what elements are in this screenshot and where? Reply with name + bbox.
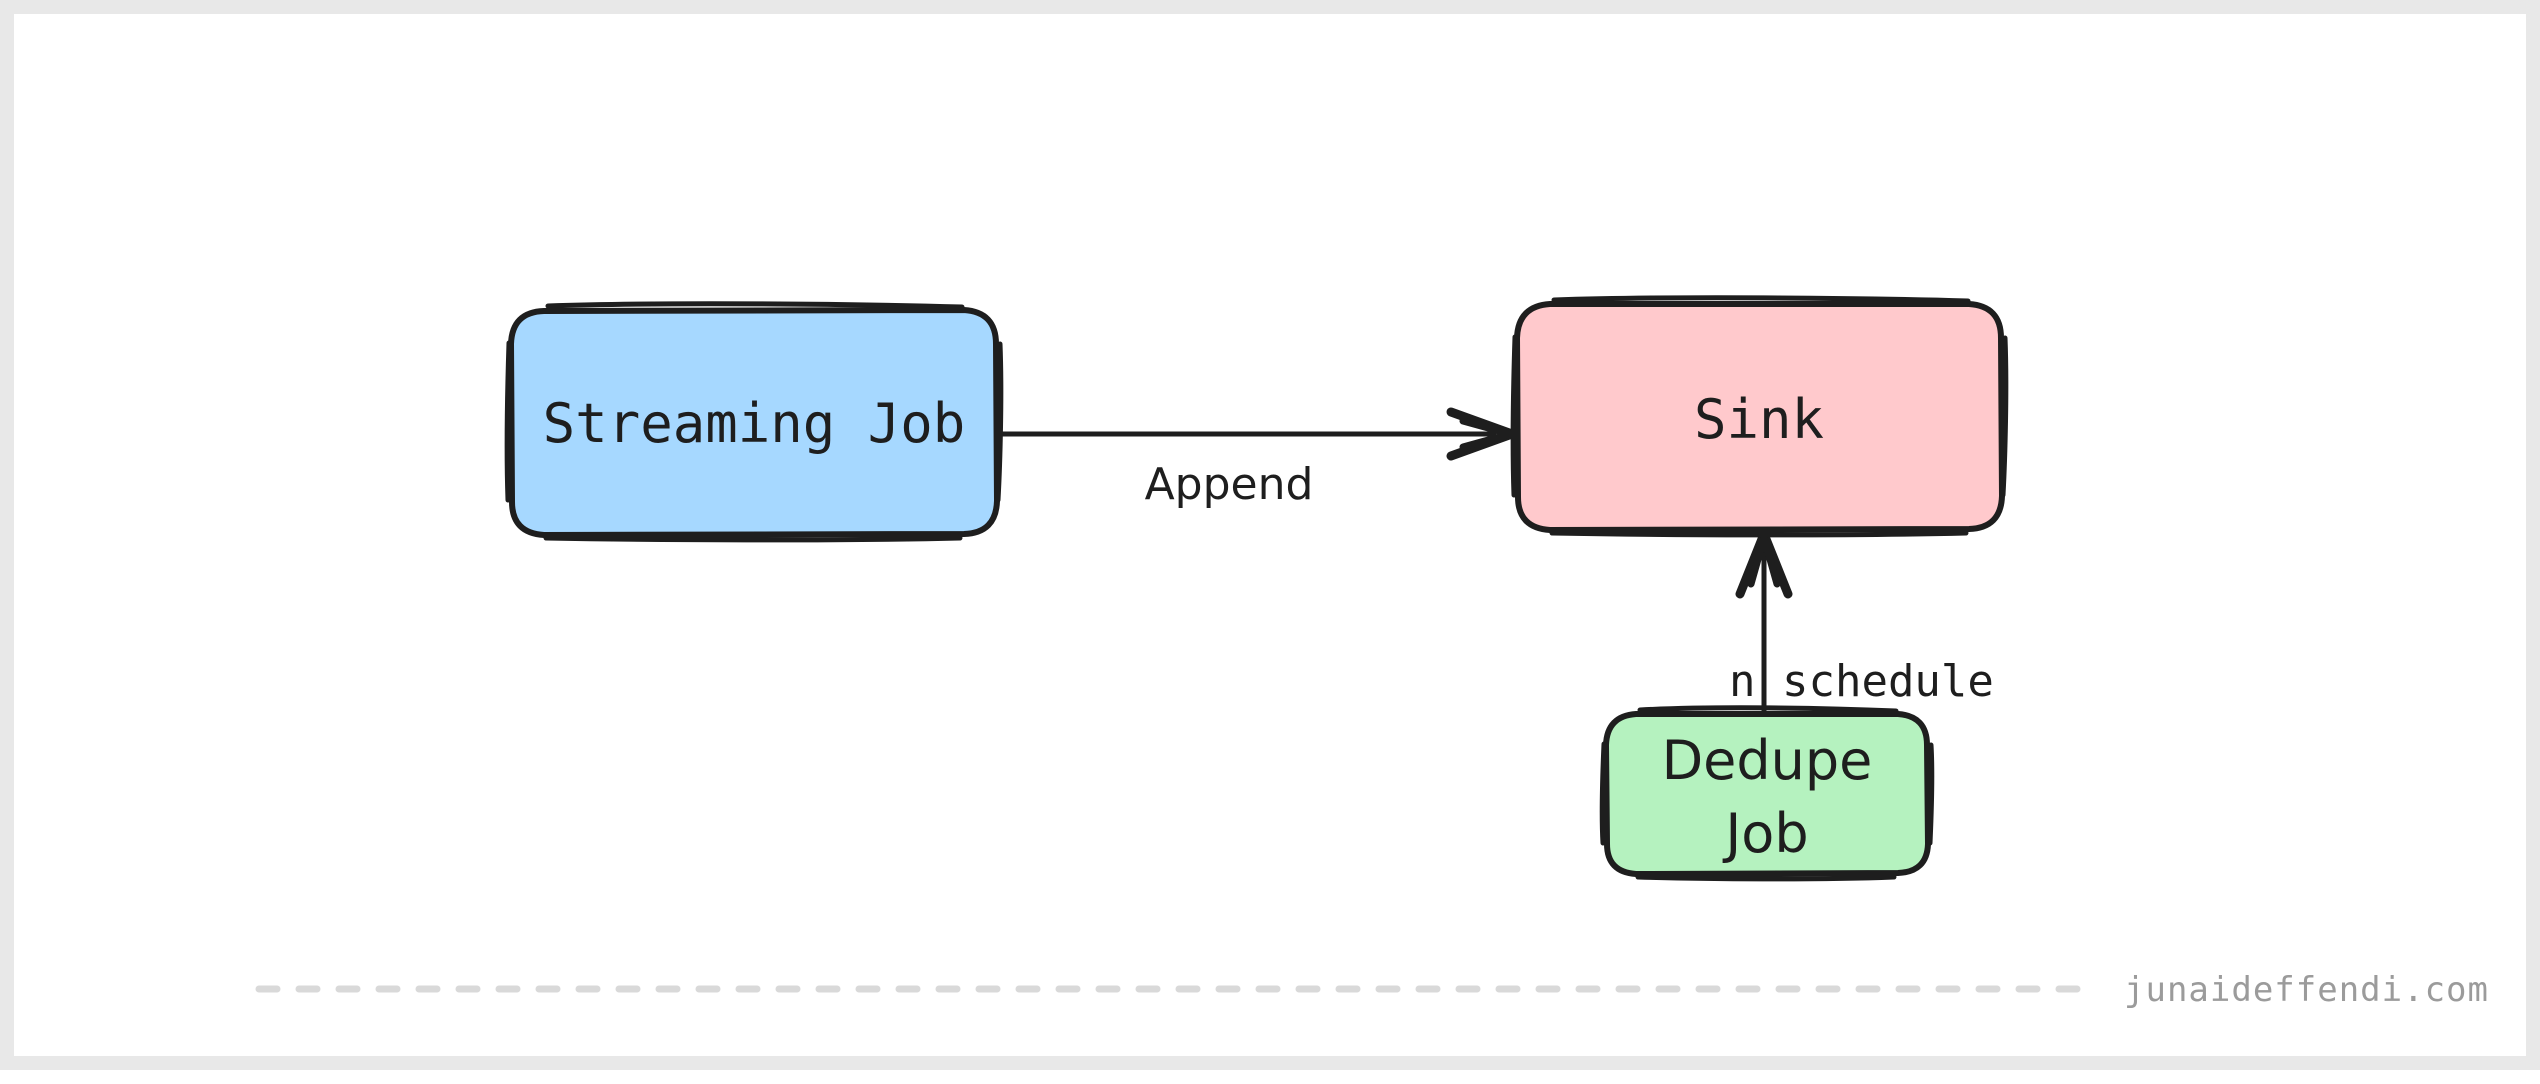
- node-dedupe-job-label-line2: Job: [1722, 802, 1808, 865]
- diagram-svg: Streaming Job Sink Dedupe Job Append n s…: [255, 295, 2489, 1010]
- node-sink[interactable]: Sink: [1510, 295, 2009, 538]
- node-streaming-job-label: Streaming Job: [543, 392, 966, 455]
- node-sink-label: Sink: [1694, 388, 1824, 451]
- node-dedupe-job-sketch-stroke: [1599, 705, 1935, 882]
- node-dedupe-job-shape: [1603, 711, 1931, 877]
- node-dedupe-job-label-line1: Dedupe: [1662, 729, 1873, 792]
- node-dedupe-job[interactable]: Dedupe Job: [1599, 705, 1935, 882]
- node-streaming-job[interactable]: Streaming Job: [504, 301, 1004, 543]
- watermark-label: junaideffendi.com: [2124, 970, 2489, 1010]
- node-streaming-job-shape: [508, 307, 1000, 538]
- node-sink-shape: [1514, 301, 2005, 533]
- node-sink-sketch-stroke: [1510, 295, 2009, 538]
- edge-label-append: Append: [1145, 459, 1314, 510]
- node-streaming-job-sketch-stroke: [504, 301, 1004, 543]
- edge-streaming-to-sink[interactable]: [994, 407, 1517, 461]
- watermark: junaideffendi.com: [255, 970, 2489, 1010]
- edge-label-on-schedule: n schedule: [1729, 656, 1994, 707]
- arrowhead-up-inner-icon: [1747, 534, 1781, 588]
- arrowhead-right-inner-icon: [1459, 417, 1514, 451]
